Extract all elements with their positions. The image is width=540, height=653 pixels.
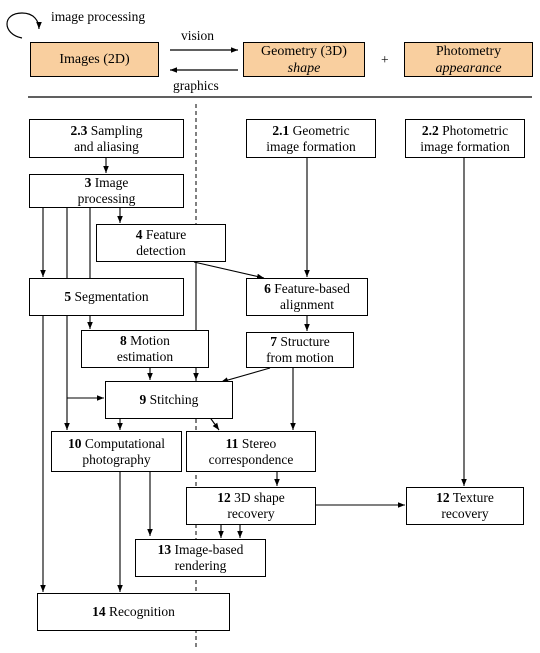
node-subtitle: processing bbox=[77, 191, 136, 206]
node-stitching: 9 Stitching bbox=[105, 381, 233, 419]
node-title: Image-based bbox=[174, 542, 244, 557]
photometry-appearance-label: appearance bbox=[435, 60, 502, 76]
node-subtitle: image formation bbox=[420, 138, 510, 154]
node-number: 7 bbox=[270, 334, 277, 349]
node-3d-shape-recovery: 12 3D shape recovery bbox=[186, 487, 316, 525]
node-number: 6 bbox=[264, 281, 271, 296]
node-number: 3 bbox=[84, 175, 92, 190]
node-computational-photography: 10 Computational photography bbox=[51, 431, 182, 472]
node-title: Geometric bbox=[292, 122, 350, 138]
images-2d-box: Images (2D) bbox=[30, 42, 159, 77]
node-number: 2.2 bbox=[421, 122, 439, 138]
graphics-label: graphics bbox=[173, 78, 219, 93]
node-image-based-rendering: 13 Image-based rendering bbox=[135, 539, 266, 577]
node-number: 13 bbox=[157, 542, 172, 557]
node-number: 9 bbox=[139, 392, 147, 407]
node-number: 8 bbox=[120, 333, 127, 348]
node-photometric-image-formation: 2.2 Photometric image formation bbox=[405, 119, 525, 158]
node-subtitle: from motion bbox=[266, 350, 334, 365]
self-loop-arrow bbox=[6, 12, 42, 39]
geometry-3d-box: Geometry (3D) shape bbox=[243, 42, 365, 77]
node-number: 2.3 bbox=[70, 122, 88, 138]
node-segmentation: 5 Segmentation bbox=[29, 278, 184, 316]
node-number: 12 bbox=[436, 490, 450, 505]
node-title: 3D shape bbox=[234, 490, 285, 505]
node-geometric-image-formation: 2.1 Geometric image formation bbox=[246, 119, 376, 158]
node-subtitle: image formation bbox=[266, 138, 356, 154]
node-subtitle: alignment bbox=[280, 297, 334, 312]
node-number: 14 bbox=[92, 604, 106, 619]
node-stereo-correspondence: 11 Stereo correspondence bbox=[186, 431, 316, 472]
node-subtitle: photography bbox=[82, 451, 151, 467]
geometry-3d-label: Geometry (3D) bbox=[261, 43, 347, 59]
node-number: 11 bbox=[225, 435, 239, 451]
images-2d-label: Images (2D) bbox=[59, 52, 130, 67]
node-texture-recovery: 12 Texture recovery bbox=[406, 487, 524, 525]
node-title: Computational bbox=[84, 435, 166, 451]
node-title: Motion bbox=[130, 333, 170, 348]
node-subtitle: and aliasing bbox=[74, 138, 139, 154]
node-number: 12 bbox=[217, 490, 231, 505]
node-title: Sampling bbox=[90, 122, 143, 138]
node-subtitle: recovery bbox=[441, 506, 489, 521]
node-title: Segmentation bbox=[74, 289, 149, 304]
node-number: 4 bbox=[135, 227, 143, 242]
node-subtitle: recovery bbox=[227, 506, 275, 521]
arrow-sfm-to-stitching bbox=[220, 367, 271, 383]
node-motion-estimation: 8 Motion estimation bbox=[81, 330, 209, 368]
node-title: Feature bbox=[145, 227, 187, 242]
node-number: 10 bbox=[67, 435, 82, 451]
node-title: Texture bbox=[452, 490, 494, 505]
vision-label: vision bbox=[181, 28, 215, 43]
node-feature-based-alignment: 6 Feature-based alignment bbox=[246, 278, 368, 316]
node-number: 5 bbox=[64, 289, 72, 304]
node-title: Stitching bbox=[149, 392, 199, 407]
node-image-processing: 3 Image processing bbox=[29, 174, 184, 208]
node-title: Photometric bbox=[442, 122, 509, 138]
node-subtitle: rendering bbox=[174, 558, 227, 573]
node-sampling-aliasing: 2.3 Sampling and aliasing bbox=[29, 119, 184, 158]
photometry-label: Photometry bbox=[435, 43, 502, 59]
node-subtitle: estimation bbox=[116, 349, 174, 364]
node-structure-from-motion: 7 Structure from motion bbox=[246, 332, 354, 368]
node-subtitle: correspondence bbox=[208, 451, 294, 467]
node-subtitle: detection bbox=[136, 243, 186, 258]
node-title: Stereo bbox=[241, 435, 277, 451]
plus-sign: + bbox=[381, 52, 389, 67]
node-title: Recognition bbox=[108, 604, 175, 619]
node-title: Image bbox=[94, 175, 129, 190]
arrow-feature-to-alignment bbox=[193, 261, 265, 280]
node-number: 2.1 bbox=[272, 122, 290, 138]
node-title: Structure bbox=[280, 334, 330, 349]
geometry-shape-label: shape bbox=[287, 60, 321, 76]
self-loop-label: image processing bbox=[51, 9, 146, 24]
node-title: Feature-based bbox=[274, 281, 350, 296]
node-recognition: 14 Recognition bbox=[37, 593, 230, 631]
photometry-box: Photometry appearance bbox=[404, 42, 533, 77]
node-feature-detection: 4 Feature detection bbox=[96, 224, 226, 262]
